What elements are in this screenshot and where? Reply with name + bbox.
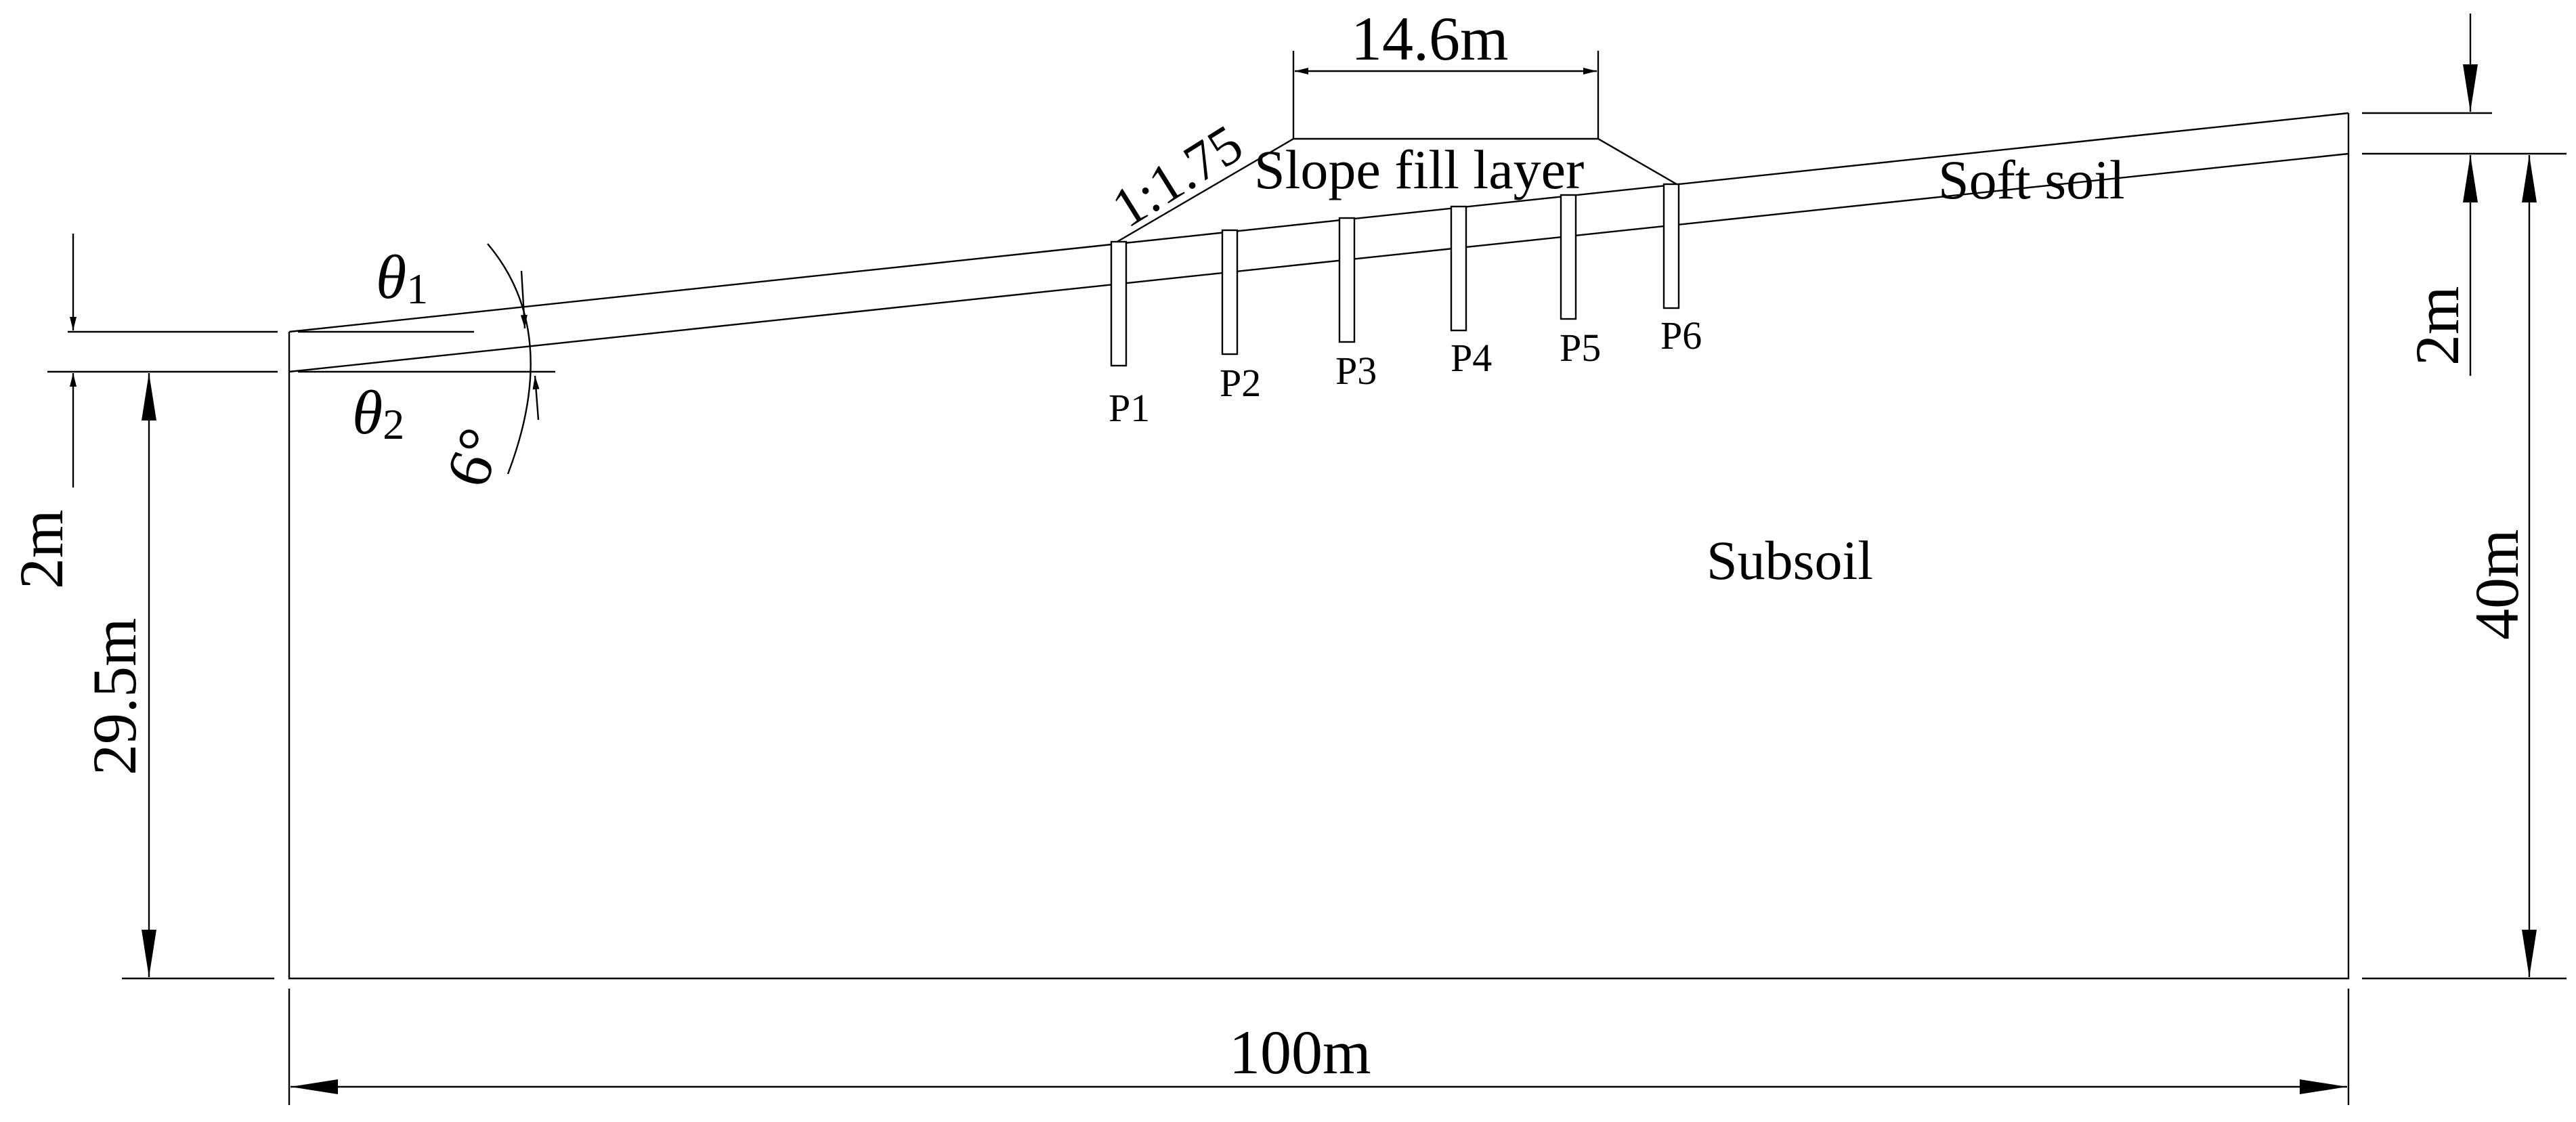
angle-annotation: θ1 θ2 6° <box>47 242 555 496</box>
pile-label-p4: P4 <box>1451 336 1492 380</box>
soft-soil-bottom-line <box>288 152 2349 373</box>
pile-p3 <box>1338 217 1356 343</box>
embankment-outline <box>1115 137 1677 244</box>
right-soft-thickness-dimension: 2m <box>2362 14 2567 376</box>
soil-profile <box>288 112 2350 980</box>
fill-layer-label: Slope fill layer <box>1254 139 1584 200</box>
side-slope-label: 1:1.75 <box>1101 112 1253 239</box>
crest-width-dimension: 14.6m <box>1292 4 1600 139</box>
pile-labels: P1 P2 P3 P4 P5 P6 <box>1109 314 1702 430</box>
pile-p1 <box>1110 240 1128 367</box>
left-subsoil-height-label: 29.5m <box>80 618 149 775</box>
ground-surface-line <box>288 112 2349 333</box>
total-length-dimension: 100m <box>288 989 2350 1105</box>
pile-group <box>1110 183 1680 367</box>
left-subsoil-height-dimension: 29.5m <box>80 373 274 980</box>
total-length-label: 100m <box>1229 1018 1371 1087</box>
crest-width-label: 14.6m <box>1351 4 1509 73</box>
pile-label-p3: P3 <box>1335 349 1377 393</box>
angle-value-label: 6° <box>432 419 516 496</box>
pile-label-p5: P5 <box>1560 326 1601 370</box>
right-total-height-label: 40m <box>2462 529 2531 640</box>
right-total-height-dimension: 40m <box>2362 155 2567 980</box>
pile-label-p6: P6 <box>1660 314 1702 358</box>
angle-theta1-label: θ1 <box>376 242 428 313</box>
pile-p6 <box>1662 183 1680 309</box>
left-soft-thickness-label: 2m <box>7 509 76 589</box>
left-soft-thickness-dimension: 2m <box>7 234 77 589</box>
angle-theta2-label: θ2 <box>352 378 404 448</box>
subsoil-label: Subsoil <box>1706 530 1873 591</box>
right-soft-thickness-label: 2m <box>2403 286 2472 366</box>
angle-arc <box>487 243 532 475</box>
pile-p5 <box>1560 194 1577 320</box>
soft-soil-label: Soft soil <box>1938 149 2125 211</box>
pile-label-p2: P2 <box>1220 361 1261 405</box>
pile-p4 <box>1450 205 1467 332</box>
model-boundary <box>288 113 2350 980</box>
pile-label-p1: P1 <box>1109 386 1150 430</box>
pile-p2 <box>1221 229 1239 355</box>
